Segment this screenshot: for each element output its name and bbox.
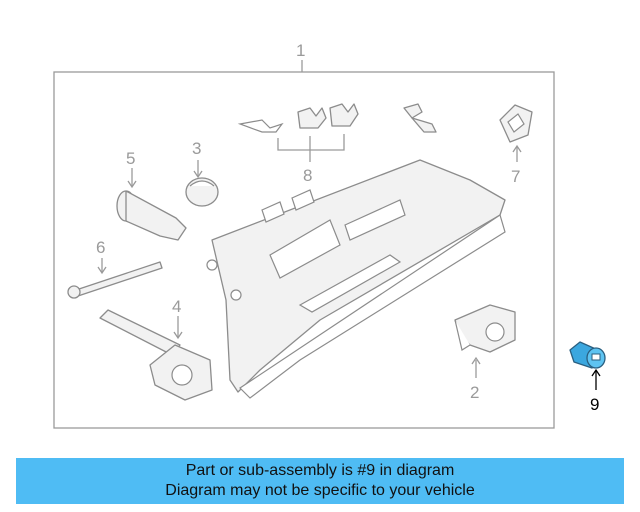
callout-8-label: 8 [303,166,312,185]
damper-part [99,309,213,401]
cap-part [185,177,219,207]
callout-3-arrow [193,170,203,179]
info-banner: Part or sub-assembly is #9 in diagram Di… [16,458,624,504]
banner-line-2: Diagram may not be specific to your vehi… [165,482,475,499]
rod-part [67,261,163,299]
callout-1-label: 1 [296,41,305,60]
banner-line-1: Part or sub-assembly is #9 in diagram [185,462,455,479]
callout-7-label: 7 [511,167,520,186]
callout-6-label: 6 [96,238,105,257]
lock-cylinder-part [569,341,606,369]
callout-8-leader [277,134,345,151]
clips-part [237,103,359,133]
callout-9-arrow [591,368,601,377]
callout-5-label: 5 [126,149,135,168]
latch-bracket-part [454,304,516,353]
callout-9-label: 9 [590,395,599,414]
callout-7-arrow [512,144,522,153]
bumper-clip-part [499,104,533,143]
callout-3-label: 3 [192,139,201,158]
glove-box-part [206,159,506,399]
callout-2-arrow [471,356,481,365]
assembly-frame [53,71,555,429]
callout-5-arrow [127,180,137,189]
stopper-part [116,190,187,241]
callout-4-label: 4 [172,297,181,316]
callout-4-arrow [173,331,183,340]
callout-6-arrow [97,266,107,275]
bolt-part [403,103,437,133]
callout-2-label: 2 [470,383,479,402]
